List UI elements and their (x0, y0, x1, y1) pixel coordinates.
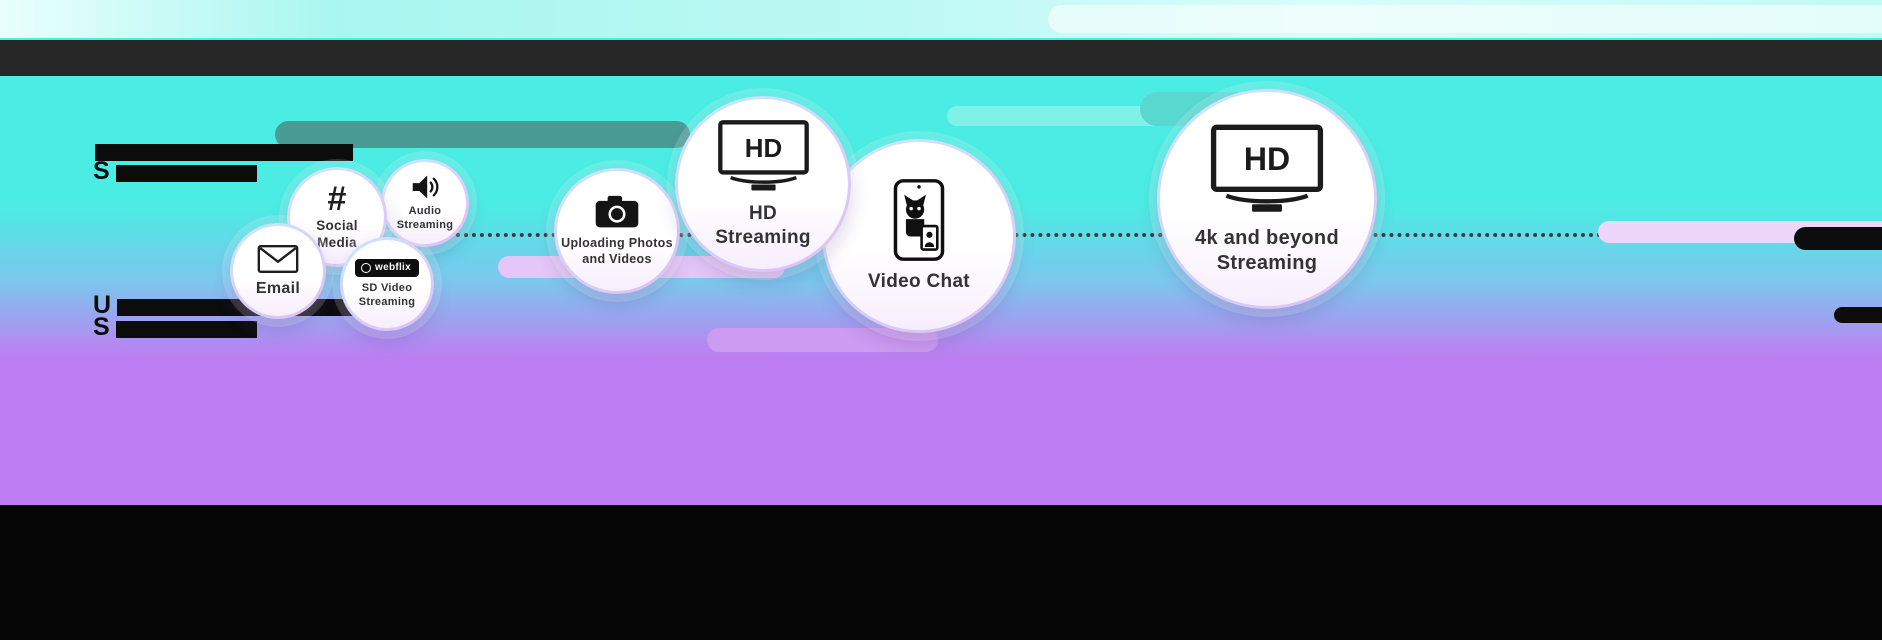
header-dark-bar (0, 40, 1882, 76)
bubble-label-email: Email (255, 279, 301, 297)
redacted-bar (95, 144, 353, 161)
speaker-icon (412, 175, 439, 199)
redacted-letter: S (93, 313, 110, 341)
bubble-label-hd-streaming: HD Streaming (715, 203, 811, 248)
bubble-label-video-chat: Video Chat (868, 271, 970, 293)
webflix-logo: webflix (355, 258, 419, 277)
footer-black-bar (0, 505, 1882, 640)
bubble-sd-video-streaming: webflix SD Video Streaming (340, 237, 434, 331)
bubble-label-audio-streaming: Audio Streaming (396, 205, 454, 231)
decor-pill-teal (275, 121, 690, 148)
bubble-uploading: Uploading Photos and Videos (554, 168, 680, 294)
svg-text:HD: HD (744, 135, 781, 163)
hashtag-icon: # (327, 180, 347, 219)
redacted-letter: S (93, 157, 110, 185)
bubble-label-sd-video: SD Video Streaming (358, 281, 416, 308)
webflix-logo-text: webflix (375, 261, 411, 273)
camera-icon (595, 196, 639, 228)
tv-hd-icon: HD (1210, 124, 1324, 212)
redacted-bar (116, 321, 257, 338)
bubble-label-social-media: Social Media (316, 218, 358, 250)
redacted-bar (117, 299, 353, 316)
webflix-circle-icon (361, 262, 371, 273)
bubble-4k-streaming: HD 4k and beyond Streaming (1157, 89, 1377, 309)
decor-pill-purple (707, 328, 938, 352)
redacted-bar (116, 165, 257, 182)
bubble-label-uploading: Uploading Photos and Videos (561, 236, 673, 266)
redacted-letter: U (93, 291, 112, 319)
bubble-video-chat: Video Chat (822, 139, 1016, 333)
top-white-band (1048, 5, 1882, 33)
bubble-hd-streaming: HD HD Streaming (675, 96, 851, 272)
tv-hd-icon: HD (717, 120, 809, 191)
decor-pill-black-right (1794, 227, 1882, 250)
envelope-icon (257, 244, 299, 273)
bubble-audio-streaming: Audio Streaming (381, 159, 469, 247)
bubble-email: Email (230, 223, 326, 319)
decor-pill-black-right-2 (1834, 307, 1882, 323)
bubble-label-4k-streaming: 4k and beyond Streaming (1195, 227, 1339, 274)
dotted-baseline (440, 233, 1882, 237)
decor-pill-cyan (947, 106, 1170, 126)
svg-text:HD: HD (1244, 141, 1290, 177)
video-chat-phone-icon (893, 179, 945, 262)
